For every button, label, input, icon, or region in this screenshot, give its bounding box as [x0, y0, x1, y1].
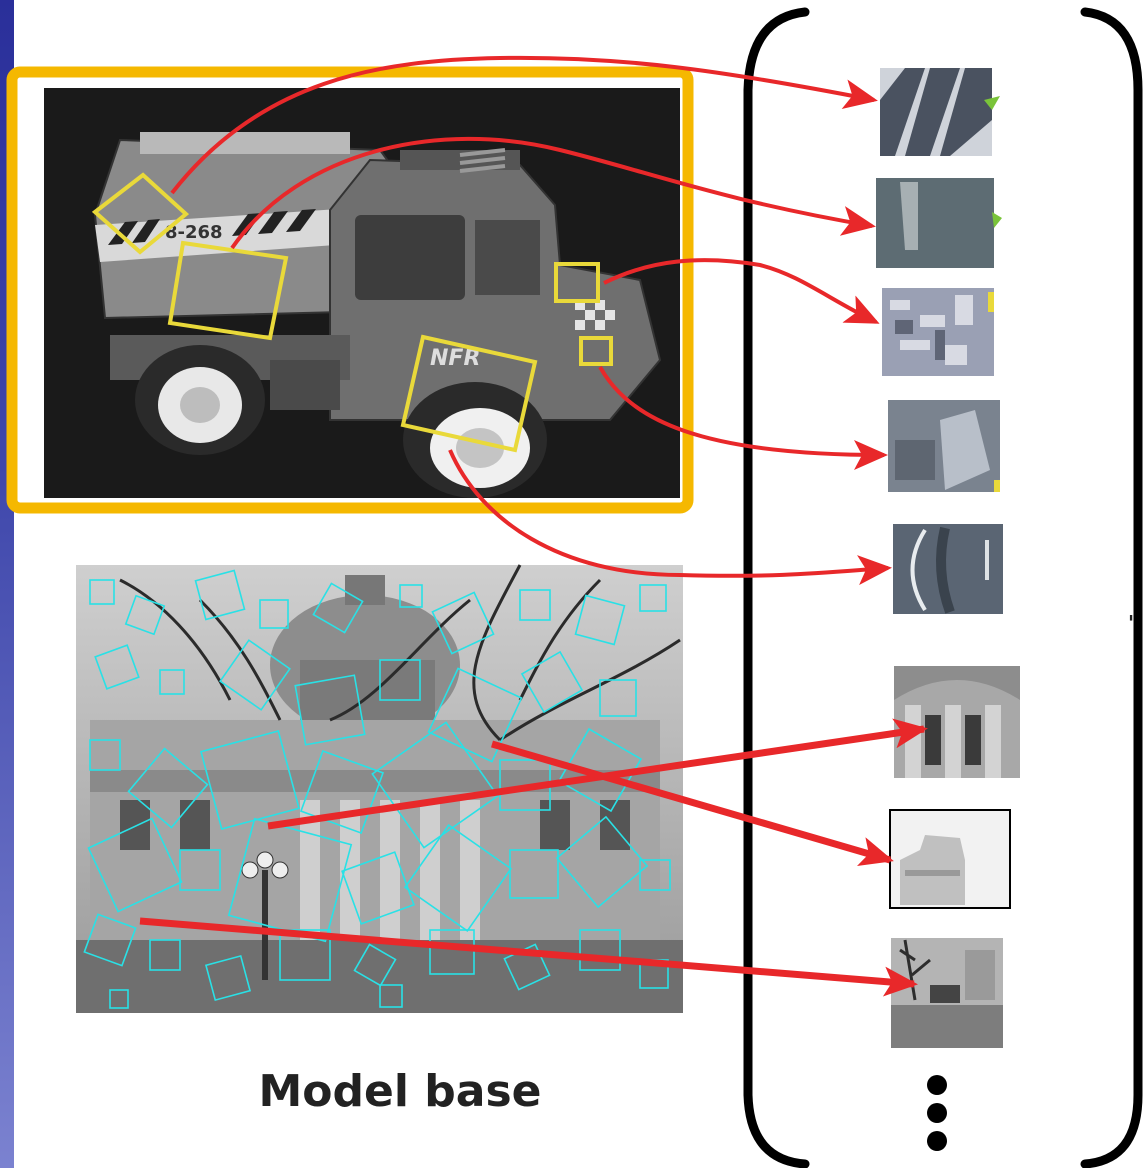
database-patch-4 — [888, 400, 1000, 492]
database-patch-3 — [882, 288, 994, 376]
truck-feature-boxes — [91, 172, 613, 453]
hood-text: NFR — [430, 346, 480, 371]
database-patch-6 — [894, 666, 1020, 778]
building-match-arrows — [139, 718, 928, 997]
building-image — [76, 564, 683, 1013]
bracket-tick-mark: ' — [1128, 611, 1134, 635]
model-base-caption: Model base — [258, 1066, 542, 1117]
database-patch-7 — [889, 809, 1011, 909]
tank-stripe-text: 8-268 — [165, 222, 223, 243]
database-patch-2 — [876, 178, 1002, 268]
database-patch-1 — [880, 68, 1000, 156]
database-bracket — [743, 7, 1143, 1168]
truck-image: 8-268 NFR — [44, 88, 680, 498]
vertical-ellipsis-icon — [927, 1075, 947, 1151]
database-patch-8 — [891, 938, 1003, 1048]
database-patch-5 — [893, 524, 1003, 614]
highlighted-model-frame — [6, 66, 694, 514]
truck-match-arrows — [170, 55, 892, 586]
